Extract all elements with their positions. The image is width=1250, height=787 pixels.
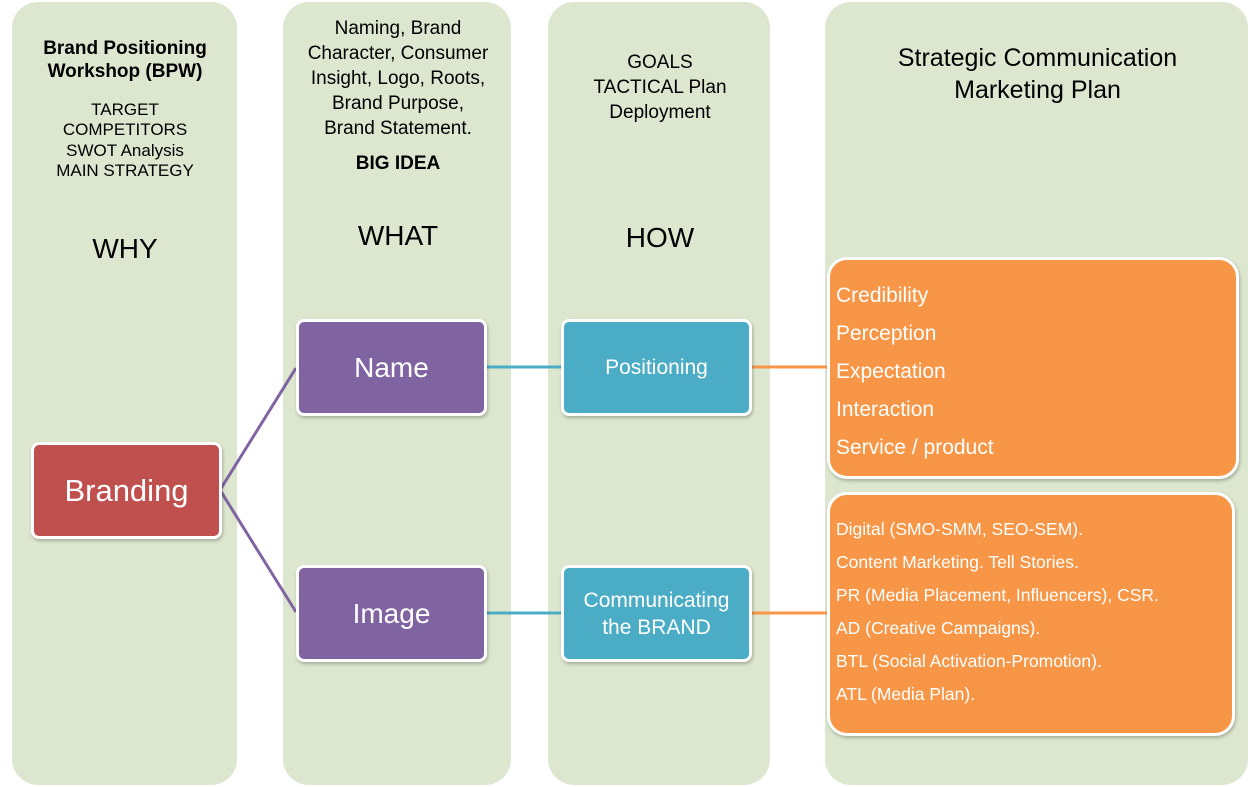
plan-item: Expectation <box>836 360 946 383</box>
image-node: Image <box>296 565 487 662</box>
what-label: WHAT <box>357 220 439 251</box>
communicating-label-line: Communicating <box>583 588 730 612</box>
plan-title-line: Marketing Plan <box>954 76 1121 104</box>
branding-label: Branding <box>64 472 189 508</box>
how-item: GOALS <box>627 52 693 73</box>
why-item: MAIN STRATEGY <box>56 161 194 181</box>
what-item: Brand Statement. <box>324 118 472 139</box>
plan-item: AD (Creative Campaigns). <box>836 618 1041 638</box>
plan-item: Digital (SMO-SMM, SEO-SEM). <box>836 519 1083 539</box>
plan-item: Service / product <box>836 436 994 459</box>
what-item: Insight, Logo, Roots, <box>310 68 486 89</box>
why-heading: Brand Positioning Workshop (BPW) <box>43 38 207 82</box>
what-items: Naming, Brand Character, Consumer Insigh… <box>288 16 508 141</box>
communicating-node: Communicating the BRAND <box>561 565 752 662</box>
plan-item: Credibility <box>836 284 929 307</box>
why-item: SWOT Analysis <box>66 140 184 160</box>
what-item: Character, Consumer <box>307 43 489 64</box>
plan-item: ATL (Media Plan). <box>836 684 976 704</box>
column-why <box>12 2 237 785</box>
plan-item: BTL (Social Activation-Promotion). <box>836 651 1102 671</box>
plan-title-line: Strategic Communication <box>897 44 1178 72</box>
how-item: Deployment <box>609 102 711 123</box>
positioning-node: Positioning <box>561 319 752 416</box>
big-idea: BIG IDEA <box>355 153 441 174</box>
plan-item: Perception <box>836 322 937 345</box>
name-label: Name <box>354 351 429 383</box>
why-item: TARGET <box>91 100 159 119</box>
why-item: COMPETITORS <box>62 120 188 140</box>
image-label: Image <box>352 597 431 629</box>
positioning-label: Positioning <box>605 355 708 379</box>
how-item: TACTICAL Plan <box>593 77 727 98</box>
plan-item: PR (Media Placement, Influencers), CSR. <box>836 585 1159 605</box>
how-label: HOW <box>625 222 695 253</box>
plan-box-bottom: Digital (SMO-SMM, SEO-SEM). Content Mark… <box>827 492 1235 736</box>
plan-box-top: Credibility Perception Expectation Inter… <box>827 257 1239 479</box>
why-items: TARGET COMPETITORS SWOT Analysis MAIN ST… <box>20 100 230 182</box>
connector-branding-name <box>218 367 298 491</box>
what-item: Brand Purpose, <box>331 93 465 114</box>
communicating-label-line: the BRAND <box>602 615 711 639</box>
why-label: WHY <box>92 233 158 264</box>
plan-item: Content Marketing. Tell Stories. <box>836 552 1079 572</box>
plan-title: Strategic Communication Marketing Plan <box>830 42 1245 106</box>
branding-node: Branding <box>31 442 222 539</box>
name-node: Name <box>296 319 487 416</box>
what-item: Naming, Brand <box>334 18 462 39</box>
connector-branding-image <box>218 489 298 613</box>
how-items: GOALS TACTICAL Plan Deployment <box>550 50 770 125</box>
plan-item: Interaction <box>836 398 935 421</box>
